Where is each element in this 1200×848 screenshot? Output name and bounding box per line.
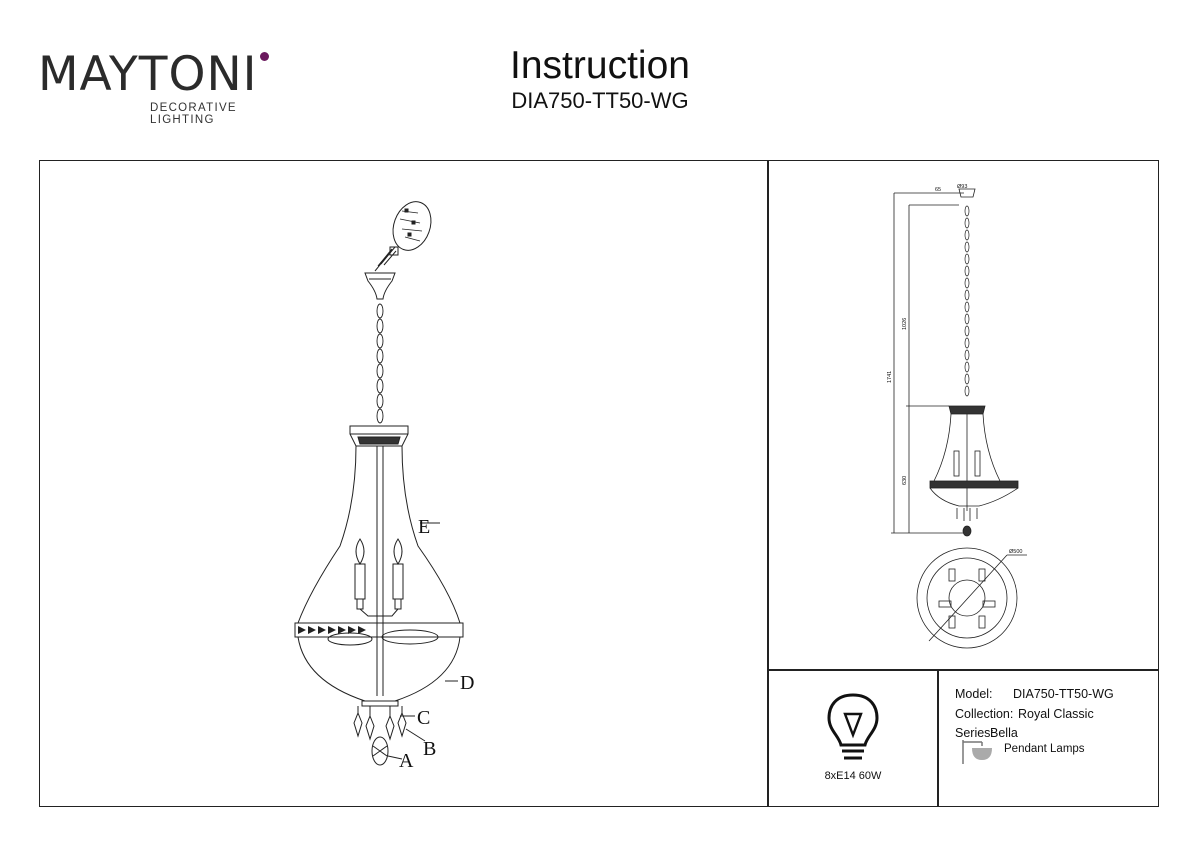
lamp-type: Pendant Lamps xyxy=(960,734,1140,764)
spec-value-collection: Royal Classic xyxy=(1018,706,1094,721)
dim-top-offset: 65 xyxy=(935,187,941,193)
bulb-label: 8xE14 60W xyxy=(824,770,882,782)
assembly-drawing: E D C B A xyxy=(294,201,474,772)
spec-value-model: DIA750-TT50-WG xyxy=(1013,687,1114,701)
frame-divider-horizontal xyxy=(767,669,1159,671)
spec-value-series: Bella xyxy=(990,726,1018,740)
spec-key-model: Model: xyxy=(955,687,993,701)
dim-canopy-diameter: Ø93 xyxy=(957,184,967,190)
spec-key-collection: Collection: xyxy=(955,706,1014,721)
title-main: Instruction xyxy=(510,44,690,87)
brand-name: MAYTONI xyxy=(38,47,258,102)
part-label-e: E xyxy=(418,516,430,538)
brand-logo: MAYTONI DECORATIVE LIGHTING xyxy=(38,50,288,126)
document-title: Instruction DIA750-TT50-WG xyxy=(460,44,740,114)
spec-key-series: Series: xyxy=(955,726,994,740)
dim-total-height: 1741 xyxy=(887,371,893,383)
spec-divider xyxy=(937,669,939,807)
drawing-frame xyxy=(39,160,1159,807)
brand-dot-icon xyxy=(260,52,269,61)
dim-body-height: 630 xyxy=(902,476,908,485)
pendant-lamp-icon xyxy=(962,740,992,764)
part-label-c: C xyxy=(417,707,430,729)
dim-body-diameter: Ø500 xyxy=(1009,549,1022,555)
part-label-d: D xyxy=(460,672,474,694)
brand-tagline: DECORATIVE LIGHTING xyxy=(150,102,237,126)
part-label-a: A xyxy=(399,750,414,772)
dimension-drawing: 65 Ø93 1026 1741 630 Ø500 xyxy=(887,184,1027,649)
frame-divider-vertical xyxy=(767,160,769,807)
dim-chain-length: 1026 xyxy=(902,318,908,330)
model-code: DIA750-TT50-WG xyxy=(511,88,689,113)
bulb-icon xyxy=(827,693,879,760)
bulb-spec: 8xE14 60W xyxy=(768,670,938,807)
part-label-b: B xyxy=(423,738,436,760)
lamp-type-label: Pendant Lamps xyxy=(1004,743,1085,755)
